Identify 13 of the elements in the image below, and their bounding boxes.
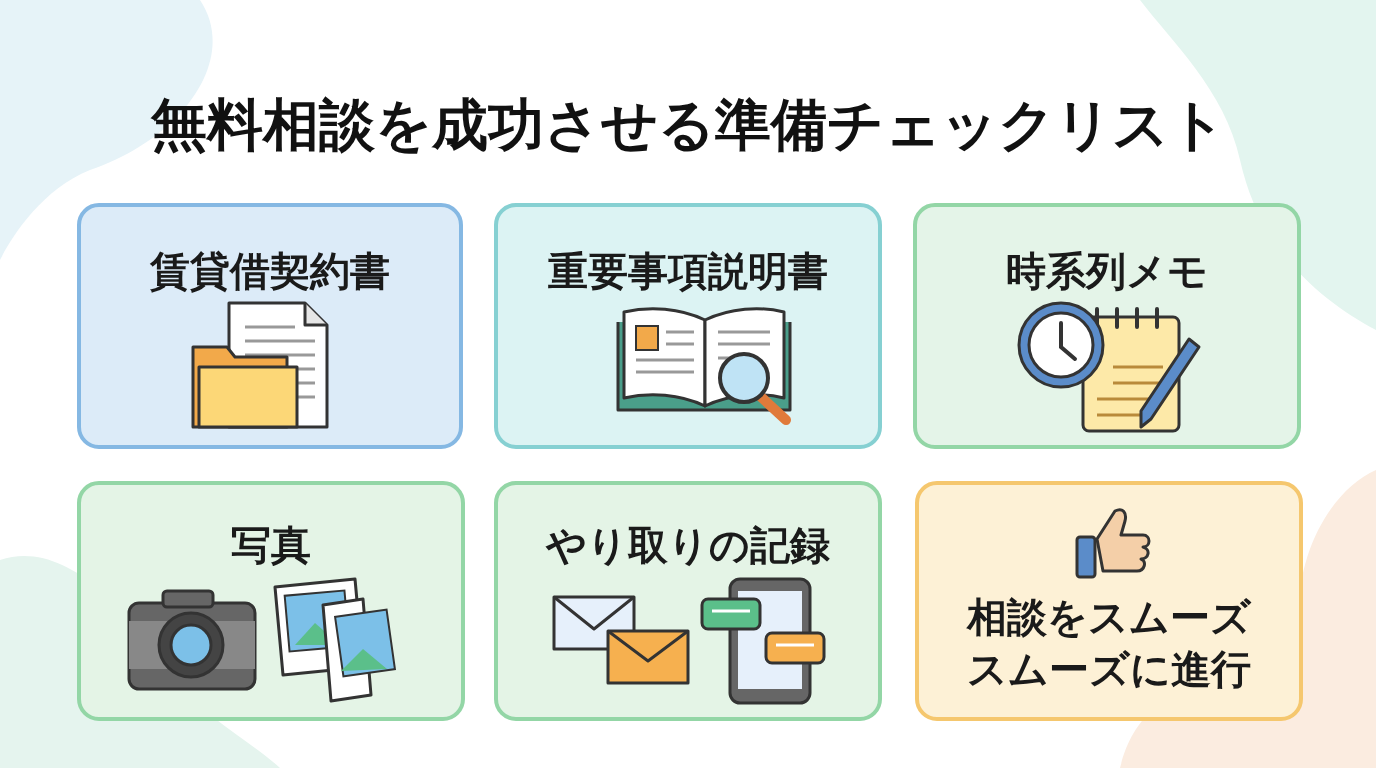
card [77,203,463,449]
card [913,203,1301,449]
card-title: やり取りの記録 [544,521,831,569]
card [915,481,1303,721]
card-title: 賃貸借契約書 [149,247,391,295]
card [494,481,882,721]
card-title: 時系列メモ [1005,247,1209,295]
card-title: 重要事項説明書 [547,247,829,295]
card [494,203,882,449]
card-title: 相談をスムーズスムーズに進行 [967,593,1251,694]
title: 無料相談を成功させる準備チェックリスト [149,91,1227,159]
card [77,481,465,721]
card-title: 写真 [230,521,312,569]
